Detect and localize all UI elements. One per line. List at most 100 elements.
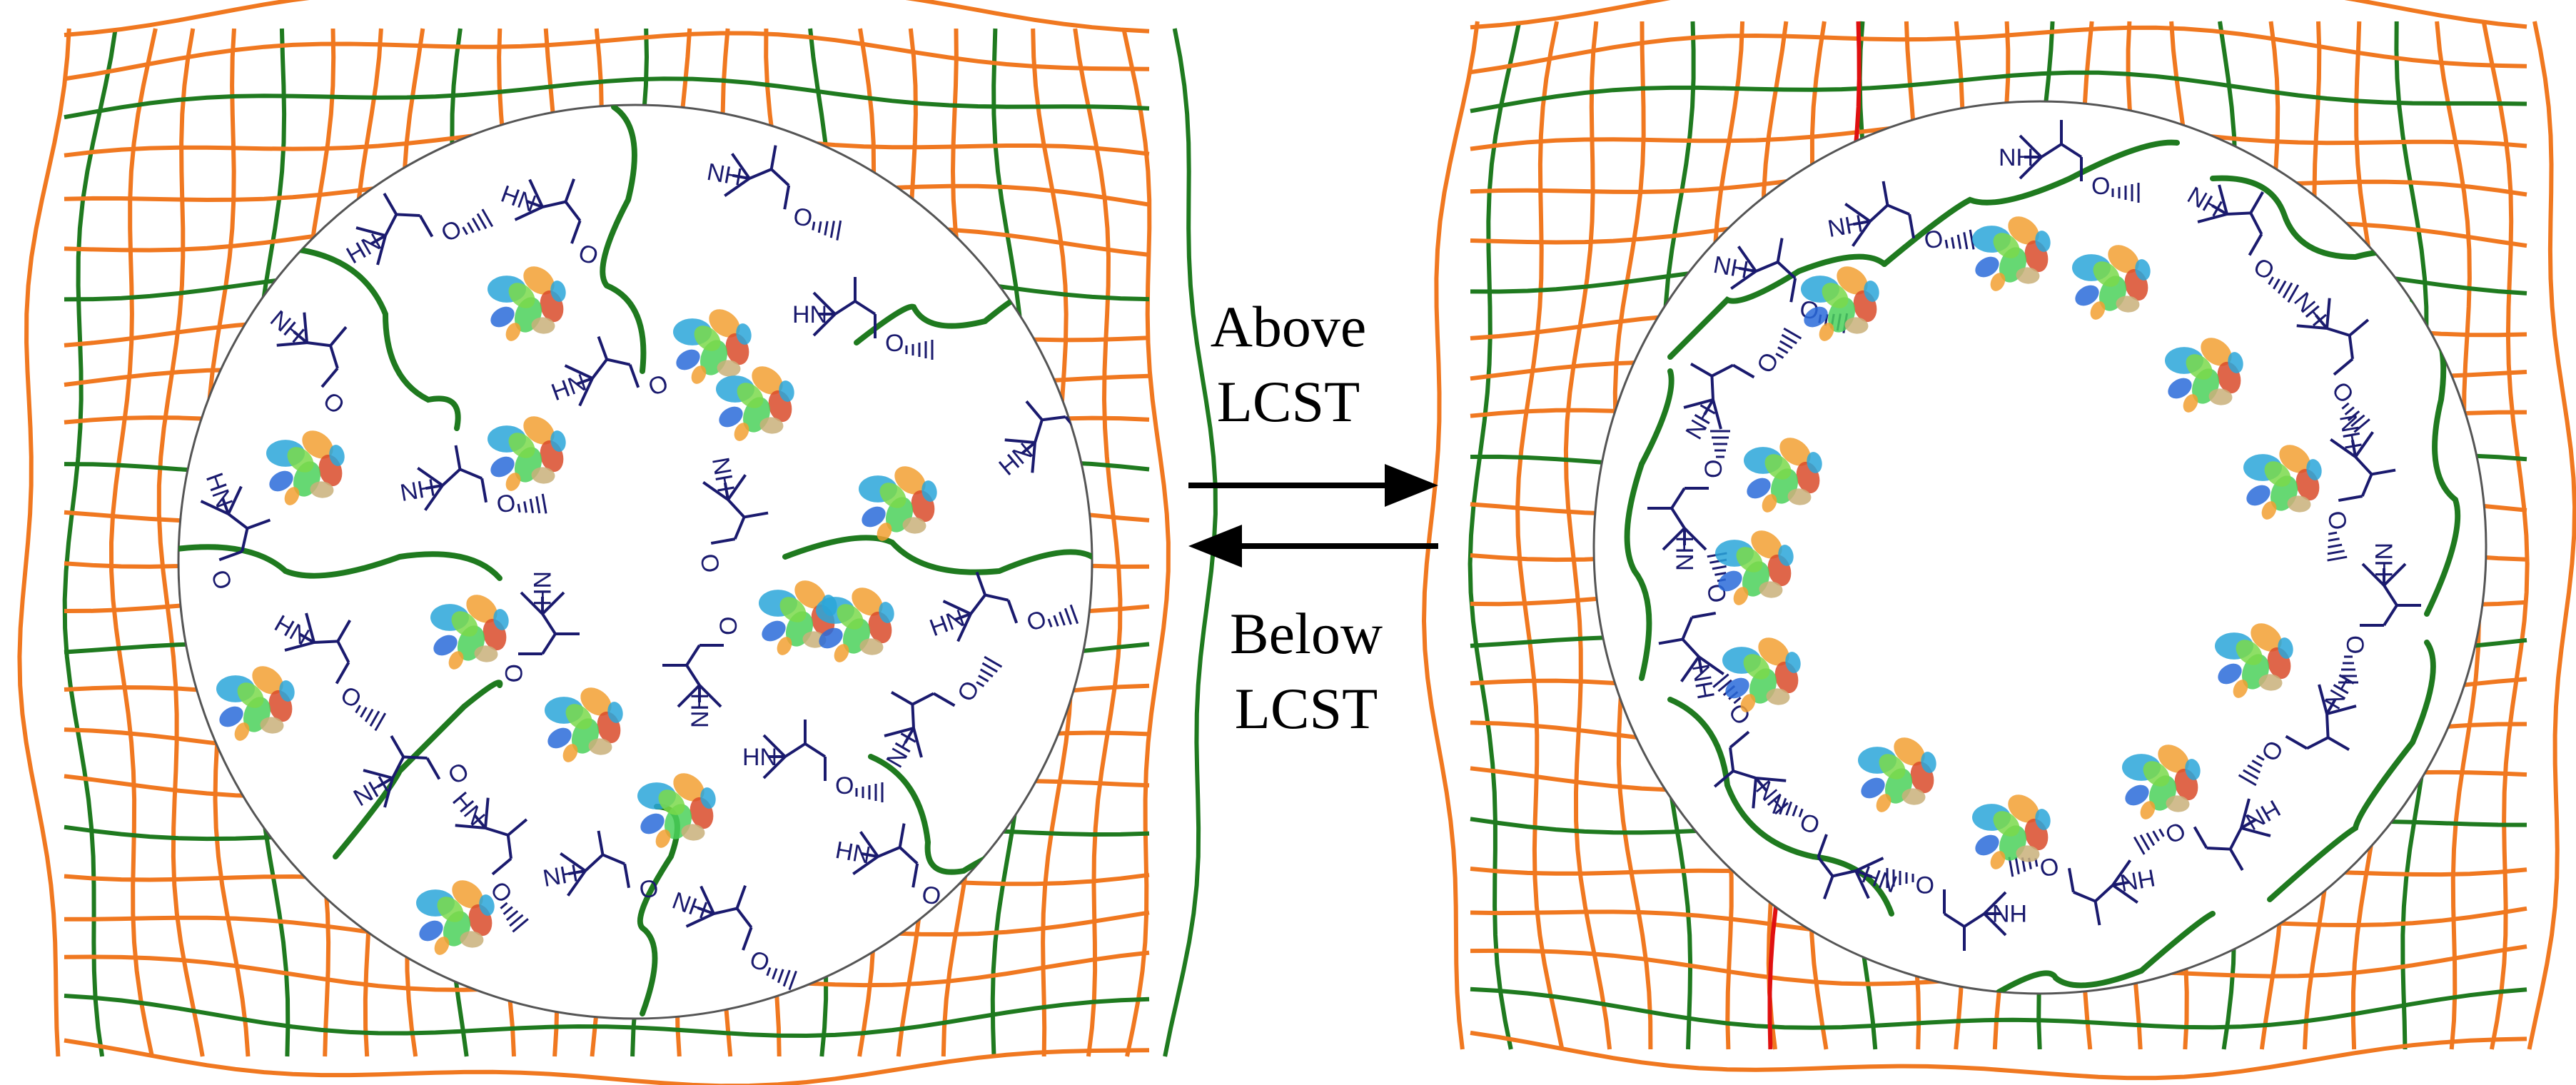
protein-molecule — [637, 773, 716, 848]
protein-molecule — [673, 309, 752, 384]
pnipam-side-group: NHO — [704, 145, 842, 241]
network-strand-vertical — [1515, 21, 1565, 1050]
amide-label: NH — [541, 859, 580, 892]
forward-label-line2: LCST — [1217, 369, 1360, 434]
protein-molecule — [2122, 745, 2201, 819]
network-strand-vertical — [1073, 28, 1123, 1057]
forward-label-line1: Above — [1211, 294, 1367, 359]
carbonyl-label: O — [835, 772, 854, 799]
carbonyl-label: O — [2091, 173, 2110, 200]
amide-label: NH — [528, 571, 555, 606]
carbonyl-label: O — [2322, 509, 2352, 533]
carbonyl-label: O — [1084, 410, 1116, 443]
pnipam-side-group: NHO — [500, 571, 580, 682]
polymer-chain-segment — [600, 105, 647, 374]
pnipam-side-group: NH O — [541, 830, 661, 904]
pnipam-side-group: NHO — [669, 885, 797, 991]
network-strand-horizontal — [1470, 25, 2527, 75]
protein-molecule — [430, 595, 509, 670]
reverse-label-line1: Below — [1230, 601, 1383, 666]
polymer-chain-segment — [297, 247, 461, 431]
network-strand-horizontal — [1470, 1030, 2527, 1081]
carbonyl-label: O — [2038, 852, 2061, 882]
carbonyl-label: O — [694, 552, 724, 575]
amide-label: NH — [398, 474, 438, 507]
protein-molecule — [1722, 637, 1801, 712]
amide-label: HN — [1992, 899, 2027, 927]
protein-molecule — [266, 430, 345, 505]
polymer-chain-segment — [1996, 911, 2216, 994]
protein-molecule — [1715, 530, 1794, 605]
polymer-chain-segment — [1882, 139, 2180, 267]
pnipam-side-group: HN O — [742, 720, 884, 802]
amide-label: NH — [1999, 144, 2034, 171]
pnipam-side-group: NHO — [2338, 542, 2421, 684]
protein-molecule — [859, 466, 937, 541]
network-strand-horizontal — [1470, 986, 2527, 1030]
network-strand-horizontal — [64, 994, 1150, 1039]
network-strand-vertical — [17, 28, 71, 1057]
pnipam-side-group: NHO — [662, 617, 742, 728]
pnipam-side-group: NH O — [398, 445, 547, 519]
carbonyl-label: O — [1916, 871, 1934, 898]
network-strand-horizontal — [64, 1038, 1150, 1085]
pnipam-side-group: HNO — [2008, 852, 2157, 926]
pnipam-side-group: NHO — [1772, 794, 1901, 899]
carbonyl-label: O — [1922, 225, 1946, 255]
amide-label: NH — [1672, 536, 1699, 571]
protein-molecule — [1972, 794, 2051, 869]
pnipam-side-group: NH O — [2322, 413, 2396, 562]
pnipam-side-group: NH O — [1999, 120, 2140, 203]
polymer-chain-segment — [1624, 368, 1675, 681]
network-strand-vertical — [1421, 21, 1480, 1050]
network-strand-vertical — [1468, 21, 1522, 1050]
pnipam-side-group: HNO — [792, 277, 934, 360]
left-magnified-circle — [177, 104, 1093, 1020]
protein-molecule — [2165, 338, 2243, 413]
pnipam-side-group: NH O — [694, 455, 769, 575]
carbonyl-label: O — [920, 881, 944, 911]
reverse-arrow-head — [1188, 525, 1242, 567]
amide-label: NH — [1711, 251, 1750, 284]
protein-molecule — [1972, 216, 2051, 291]
protein-molecule — [416, 880, 495, 955]
protein-molecule — [216, 666, 295, 741]
pnipam-side-group: NHO — [1647, 430, 1730, 571]
amide-label: HN — [742, 744, 777, 771]
carbonyl-label: O — [2341, 635, 2368, 654]
carbonyl-label: O — [885, 330, 904, 357]
pnipam-side-group: HN O — [1886, 868, 2027, 951]
network-strand-vertical — [1121, 28, 1171, 1057]
amide-label: NH — [2334, 413, 2367, 452]
amide-label: NH — [707, 455, 739, 495]
network-strand-vertical — [108, 28, 158, 1057]
amide-label: NH — [704, 158, 744, 191]
protein-molecule — [816, 587, 894, 662]
polymer-chain-segment — [782, 535, 1092, 575]
carbonyl-label: O — [495, 489, 518, 519]
protein-molecule — [488, 416, 566, 491]
polymer-chain-segment — [178, 544, 502, 581]
protein-molecule — [545, 687, 623, 762]
protein-molecule — [1801, 266, 1879, 341]
protein-molecule — [1744, 438, 1822, 513]
protein-molecule — [716, 366, 794, 441]
network-strand-horizontal — [1470, 0, 2527, 30]
pnipam-side-group: HNO — [2133, 794, 2285, 872]
transition-arrows: Above LCST Below LCST — [1188, 294, 1438, 741]
network-strand-vertical — [2481, 21, 2530, 1050]
amide-label: NH — [687, 693, 714, 728]
pnipam-side-group: HNO — [1658, 552, 1732, 701]
polymer-chain-segment — [1667, 253, 1887, 360]
protein-molecule — [2243, 445, 2322, 520]
amide-label: HN — [1687, 662, 1720, 701]
protein-molecule — [1858, 737, 1936, 812]
carbonyl-label: O — [637, 874, 661, 904]
network-strand-horizontal — [1470, 70, 2527, 113]
